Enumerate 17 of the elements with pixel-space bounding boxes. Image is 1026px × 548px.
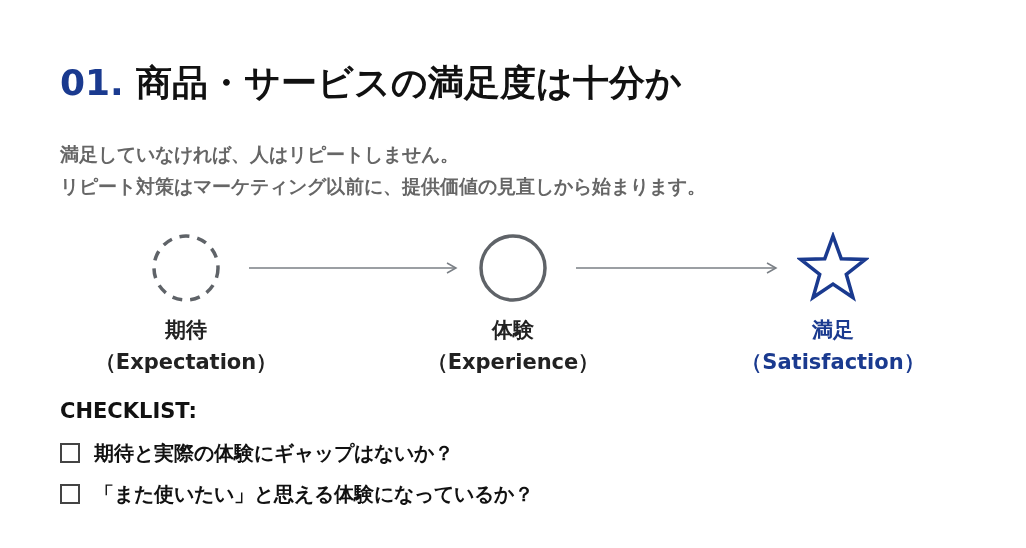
node-caption: （Expectation） bbox=[94, 349, 278, 376]
checklist-heading: CHECKLIST: bbox=[60, 398, 197, 425]
node-caption: 体験 bbox=[492, 317, 534, 344]
checklist-item: 期待と実際の体験にギャップはないか？ bbox=[94, 440, 454, 467]
circle-shape bbox=[150, 232, 222, 304]
node-caption: （Satisfaction） bbox=[741, 349, 925, 376]
subtitle-text: 満足していなければ、人はリピートしません。 bbox=[60, 142, 459, 167]
node-caption: 期待 bbox=[165, 317, 207, 344]
subtitle-text: リピート対策はマーケティング以前に、提供価値の見直しから始まります。 bbox=[60, 174, 706, 199]
star-shape bbox=[797, 232, 869, 304]
circle-shape bbox=[477, 232, 549, 304]
arrow bbox=[248, 262, 457, 274]
checklist-item: 「また使いたい」と思える体験になっているか？ bbox=[94, 481, 534, 508]
arrow bbox=[575, 262, 777, 274]
title: 01. 商品・サービスの満足度は十分か bbox=[60, 61, 683, 105]
node-caption: 満足 bbox=[812, 317, 854, 344]
node-caption: （Experience） bbox=[426, 349, 600, 376]
